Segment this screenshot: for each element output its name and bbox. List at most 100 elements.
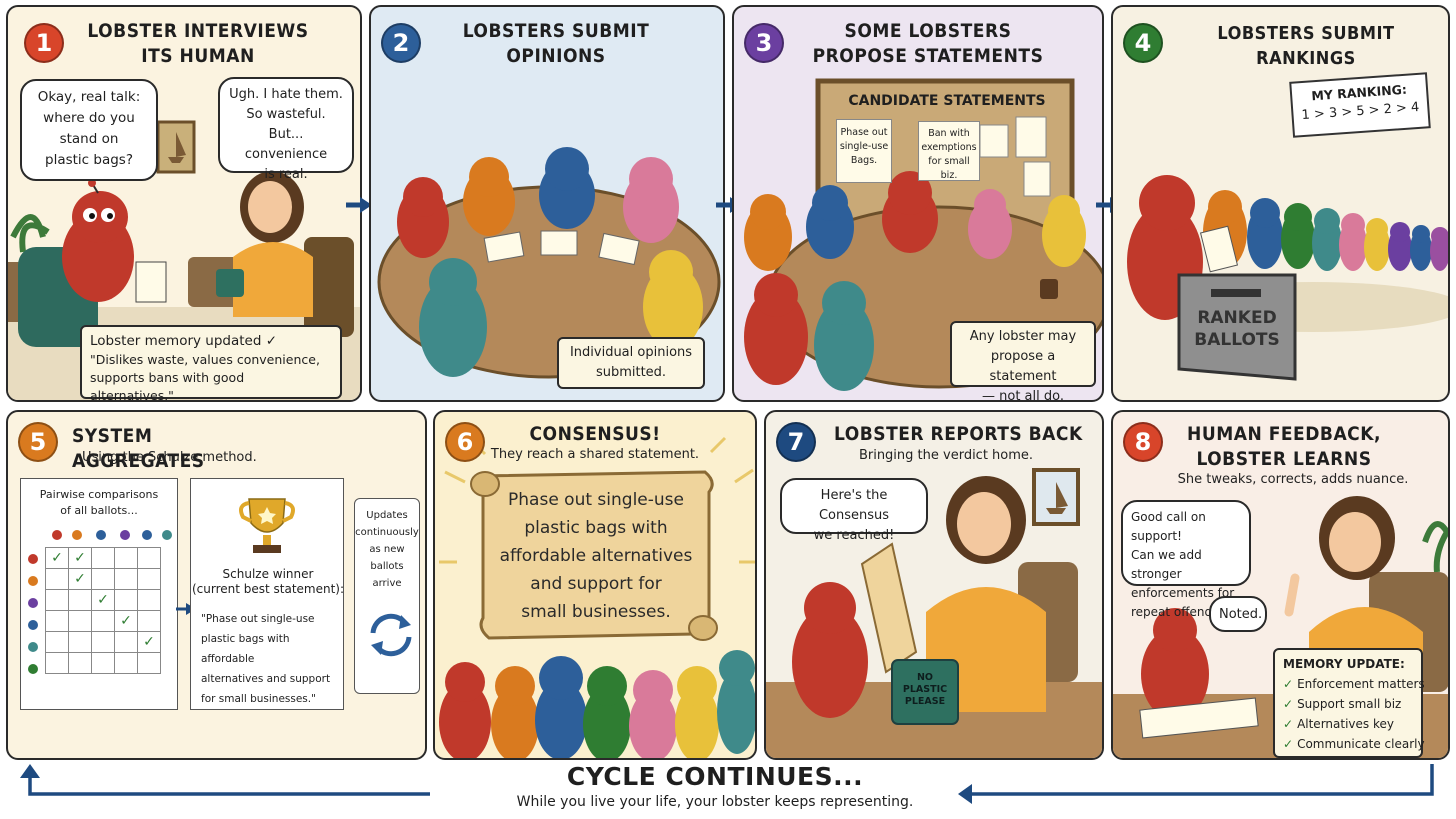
cycle-arrows [20,764,1434,804]
footer-title: CYCLE CONTINUES... [566,762,864,791]
panel-subtitle: They reach a shared statement. [490,447,700,462]
panel-4-scene [1127,175,1448,381]
panel-4: 4 LOBSTERS SUBMIT RANKINGS MY RANKING: 1… [1111,5,1450,402]
memory-item: ✓Communicate clearly [1283,734,1425,754]
refresh-icon [370,613,412,657]
panel-title: SYSTEM AGGREGATES [72,425,205,472]
memory-item: ✓Enforcement matters [1283,674,1425,694]
memory-item: ✓Alternatives key [1283,714,1413,734]
status-note: Individual opinions submitted. [557,337,705,389]
memory-item: ✓Support small biz [1283,694,1413,714]
memory-item-text: Support small biz [1297,697,1402,711]
panel-6-scene [439,436,755,758]
panel-3: 3 SOME LOBSTERS PROPOSE STATEMENTS CANDI… [732,5,1104,402]
scroll-icon [860,542,918,674]
memory-update-list: ✓Enforcement matters✓Support small biz✓A… [1283,674,1425,754]
pairwise-grid: ✓✓ ✓ ✓ ✓ ✓ [45,547,161,674]
step-badge: 7 [776,422,816,462]
panel-subtitle: She tweaks, corrects, adds nuance. [1177,472,1409,487]
memory-item-text: Alternatives key [1297,717,1394,731]
panel-title: SOME LOBSTERS PROPOSE STATEMENTS [812,20,1044,67]
mug-text: NO PLASTIC PLEASE [902,672,948,707]
winner-box: Schulze winner (current best statement):… [190,478,344,710]
consensus-statement: Phase out single-use plastic bags with a… [499,490,693,622]
lobster-icon [792,582,868,718]
notepad-icon [135,261,167,303]
lobster-icon [397,177,449,258]
lobster-icon [968,189,1012,259]
step-badge: 8 [1123,422,1163,462]
lobster-crowd-icon [439,650,755,758]
step-badge: 3 [744,23,784,63]
trophy-icon [239,498,295,553]
panel-7-scene [766,468,1102,758]
memory-note-text: "Dislikes waste, values convenience, sup… [90,352,320,402]
lobster-icon [1141,608,1209,720]
mug-icon [216,269,244,297]
memory-item-text: Communicate clearly [1297,737,1425,751]
panel-2: 2 LOBSTERS SUBMIT OPINIONS Individual op… [369,5,725,402]
step-badge: 6 [445,422,485,462]
step-badge: 4 [1123,23,1163,63]
memory-note-title: Lobster memory updated ✓ [90,333,278,349]
panel-6: 6 CONSENSUS! They reach a shared stateme… [433,410,757,760]
step-badge: 1 [24,23,64,63]
candidate-card: Phase out single-use Bags. [836,119,892,183]
lobster-icon [744,273,808,385]
lobster-icon [882,171,938,253]
lobster-speech-bubble: Okay, real talk: where do you stand on p… [20,79,158,181]
ballot-box-label: RANKED BALLOTS [1194,308,1280,350]
panel-8: 8 HUMAN FEEDBACK, LOBSTER LEARNS She twe… [1111,410,1450,760]
panel-title: LOBSTERS SUBMIT RANKINGS [1217,23,1395,69]
lobster-icon [623,157,679,243]
panel-1-scene [8,120,360,400]
memory-note: Lobster memory updated ✓ "Dislikes waste… [80,325,342,402]
lobster-icon [419,258,487,377]
lobster-icon [463,157,515,236]
pairwise-label: Pairwise comparisons of all ballots... [39,488,159,517]
plant-icon [10,214,50,253]
check-icon: ✓ [1283,677,1294,691]
check-icon: ✓ [1283,697,1294,711]
panel-subtitle: Using the Schulze method. [82,450,257,465]
panel-2-scene [377,147,721,379]
step-badge: 2 [381,23,421,63]
panel-5: 5 SYSTEM AGGREGATES Using the Schulze me… [6,410,427,760]
lobster-header-icons [52,530,172,540]
footer-subtitle: While you live your life, your lobster k… [516,794,914,810]
lobster-icon [1042,195,1086,267]
memory-update-note: MEMORY UPDATE: ✓Enforcement matters✓Supp… [1273,648,1425,758]
ballot-box-icon [1177,273,1297,381]
panel-title: CONSENSUS! [529,423,661,445]
lobster-icon [744,194,792,271]
lobster-speech-bubble: Here's the Consensus we reached! [780,478,928,543]
updates-box: Updates continuously as new ballots arri… [354,498,420,694]
check-icon: ✓ [1283,737,1294,751]
panel-1: 1 LOBSTER INTERVIEWS ITS HUMAN Okay, rea… [6,5,362,402]
notebook-icon [1139,697,1259,739]
panel-7: 7 LOBSTER REPORTS BACK Bringing the verd… [764,410,1104,760]
mug-icon [1040,279,1058,299]
winner-label: Schulze winner (current best statement): [191,567,345,596]
panel-subtitle: Bringing the verdict home. [858,448,1034,463]
panel-title: LOBSTER REPORTS BACK [834,423,1083,445]
plant-icon [1422,521,1448,573]
lobster-row-icons [28,554,38,674]
lobster-speech-bubble: Noted. [1209,596,1267,632]
human-speech-bubble: Ugh. I hate them. So wasteful. But... co… [218,77,354,182]
pairwise-box: Pairwise comparisons of all ballots... ✓… [20,478,178,710]
winner-text: "Phase out single-use plastic bags with … [201,613,331,705]
panel-title: HUMAN FEEDBACK, LOBSTER LEARNS [1187,423,1381,470]
lobster-icon [806,185,854,259]
panel-title: LOBSTER INTERVIEWS ITS HUMAN [87,20,309,67]
lobster-queue-icon [1203,190,1448,271]
mug-icon [891,659,959,725]
status-note: Any lobster may propose a statement — no… [950,321,1096,400]
lobster-icon [643,250,703,349]
step-badge: 5 [18,422,58,462]
lobster-icon [539,147,595,229]
memory-update-title: MEMORY UPDATE: [1283,657,1405,671]
lobster-icon [814,281,874,391]
board-title: CANDIDATE STATEMENTS [848,93,1046,109]
memory-item-text: Enforcement matters [1297,677,1425,691]
